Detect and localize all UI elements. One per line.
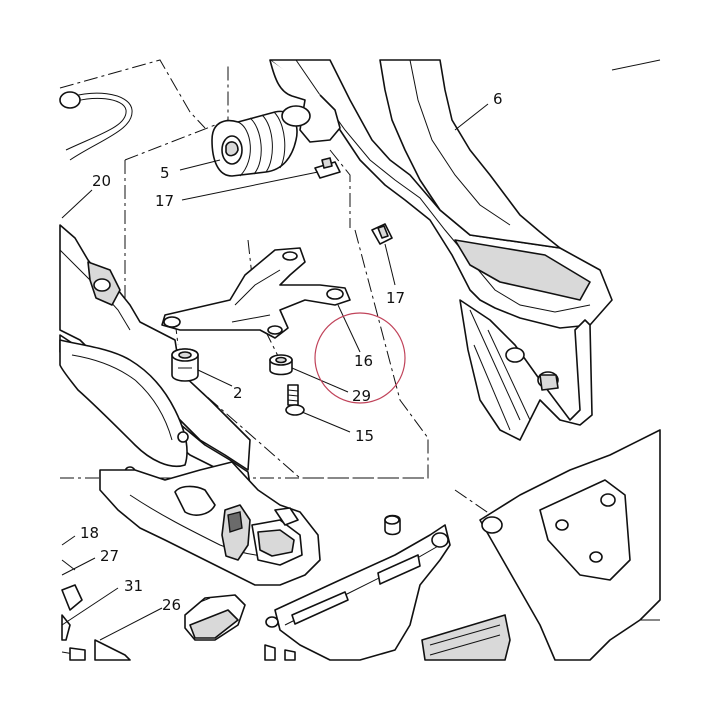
callout-16: 16 [354, 352, 373, 370]
callout-2: 2 [233, 384, 243, 402]
callout-26: 26 [162, 596, 181, 614]
tail-light-housing [99, 461, 321, 586]
clip-nut-part-17-right [371, 223, 393, 245]
bracket-part-16 [161, 247, 351, 339]
small-clip-parts [61, 514, 401, 661]
callout-27: 27 [100, 547, 119, 565]
callout-6: 6 [493, 90, 503, 108]
callout-15: 15 [355, 427, 374, 445]
callout-5: 5 [160, 164, 170, 182]
callout-31: 31 [124, 577, 143, 595]
license-plate-holder [264, 524, 511, 661]
callout-18: 18 [80, 524, 99, 542]
right-bracket-plate [479, 429, 661, 661]
leader-lines [61, 103, 489, 641]
spacer-part-29 [269, 354, 293, 376]
screw-part-15 [285, 384, 305, 416]
rear-frame-part-6 [269, 59, 661, 441]
callout-17-right: 17 [386, 289, 405, 307]
rubber-damper-part-5 [211, 110, 298, 177]
callout-29: 29 [352, 387, 371, 405]
callout-17-left: 17 [155, 192, 174, 210]
callout-20: 20 [92, 172, 111, 190]
callout-labels: 5 6 20 17 17 16 2 29 15 18 27 31 26 [80, 90, 503, 614]
highlight-circle [314, 312, 406, 404]
bushing-part-2 [171, 348, 199, 382]
cable [59, 91, 133, 161]
clip-nut-part-17-left [314, 157, 341, 179]
side-panel-part-20 [59, 224, 251, 486]
